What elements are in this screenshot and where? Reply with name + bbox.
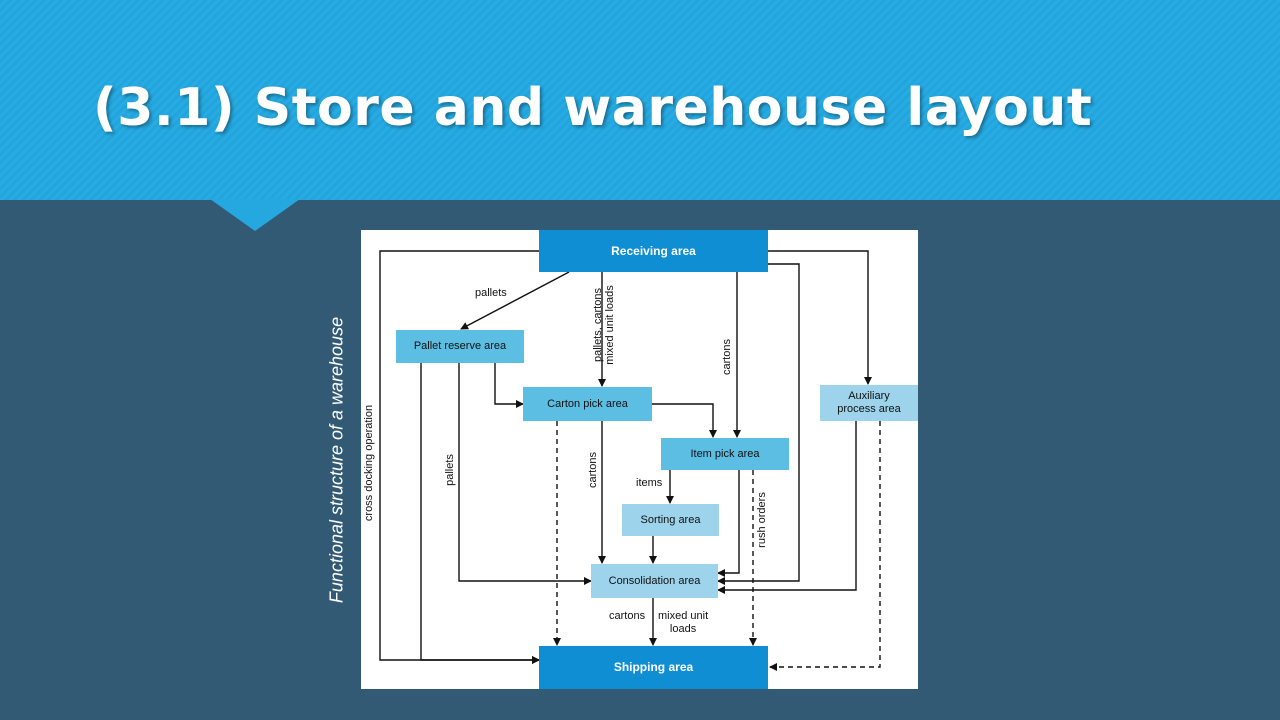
label-pallets-top: pallets — [475, 287, 507, 299]
edge-auxiliary-consolidation — [717, 421, 857, 594]
label-cross-docking: cross docking operation — [363, 404, 375, 522]
label-pallets-left: pallets — [444, 454, 456, 486]
edge-item-consolidation — [717, 470, 740, 577]
node-receiving-area: Receiving area — [539, 230, 768, 272]
label-cartons-bottom: cartons — [609, 610, 646, 622]
edge-carton-item — [651, 403, 717, 438]
edge-auxiliary-shipping-dashed — [769, 421, 881, 671]
slide-header — [0, 0, 1280, 200]
edge-receiving-pallet — [460, 271, 570, 330]
edge-pallet-consolidation — [458, 363, 592, 585]
node-sorting-area: Sorting area — [622, 504, 719, 536]
diagram-connectors — [379, 250, 881, 671]
slide-title: (3.1) Store and warehouse layout — [93, 78, 1093, 138]
label-mixed-unit-loads: mixed unit loads — [658, 610, 709, 635]
warehouse-diagram: Receiving area Pallet reserve area Carto… — [361, 230, 918, 689]
label-cartons-right: cartons — [721, 338, 733, 376]
edge-receiving-auxiliary — [768, 250, 872, 385]
edge-receiving-consolidation — [717, 263, 800, 585]
node-shipping-area: Shipping area — [539, 646, 768, 689]
edge-pallet-carton — [494, 363, 524, 408]
node-carton-pick-area: Carton pick area — [523, 387, 652, 421]
node-pallet-reserve-area: Pallet reserve area — [396, 330, 524, 363]
node-consolidation-area: Consolidation area — [591, 564, 718, 598]
label-rush-orders: rush orders — [756, 492, 768, 548]
side-caption: Functional structure of a warehouse — [326, 316, 347, 604]
node-item-pick-area: Item pick area — [661, 438, 789, 470]
node-auxiliary-process-area: Auxiliary process area — [820, 385, 918, 421]
label-pallets-cartons-mixed: pallets, cartons mixed unit loads — [592, 285, 616, 365]
edge-pallet-shipping — [420, 363, 540, 664]
header-notch — [210, 199, 300, 231]
label-items: items — [636, 477, 663, 489]
label-cartons-mid: cartons — [587, 451, 599, 489]
